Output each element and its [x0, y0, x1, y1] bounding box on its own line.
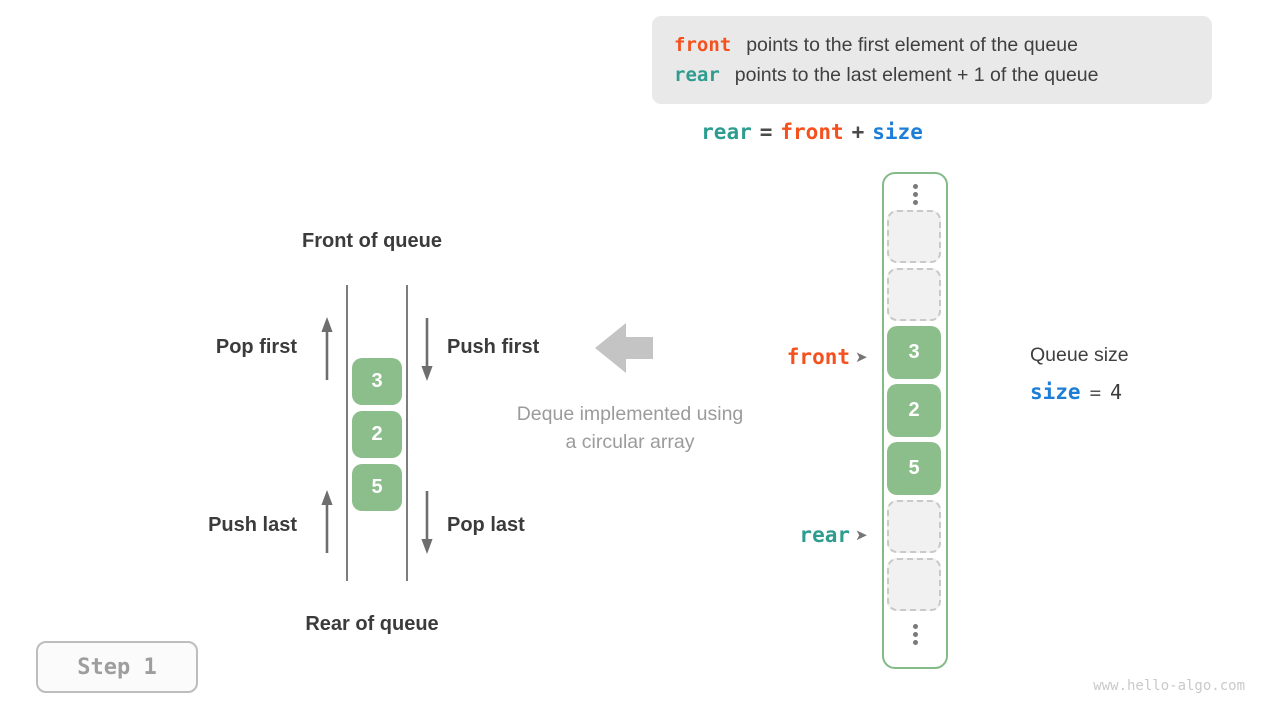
push-last-arrow-up-icon — [321, 490, 333, 553]
front-pointer-label: front — [786, 345, 850, 369]
array-cell-empty — [887, 268, 941, 321]
push-first-label: Push first — [447, 336, 540, 358]
dot — [912, 192, 918, 197]
formula-rear: rear — [701, 120, 752, 144]
rear-pointer-label: rear — [799, 523, 850, 547]
pop-first-arrow-up-icon — [321, 317, 333, 380]
front-code-label: front — [674, 33, 732, 56]
deque-stack: 3 2 5 — [352, 358, 402, 511]
deque-stack-element: 5 — [352, 464, 402, 511]
array-cell-empty — [887, 500, 941, 553]
push-last-label: Push last — [208, 514, 297, 536]
rear-pointer-arrow-icon: ➤ — [855, 526, 868, 544]
channel-right-line — [406, 285, 408, 581]
size-equals: = — [1089, 382, 1102, 404]
deque-stack-element: 3 — [352, 358, 402, 405]
pop-last-label: Pop last — [447, 514, 525, 536]
array-cell-filled: 2 — [887, 384, 941, 437]
pop-last-arrow-down-icon — [421, 491, 433, 554]
step-badge: Step 1 — [36, 641, 198, 693]
legend-rear-text: points to the last element + 1 of the qu… — [734, 63, 1099, 86]
array-cell-empty — [887, 558, 941, 611]
dot — [912, 624, 918, 629]
front-of-queue-label: Front of queue — [302, 230, 442, 252]
rear-of-queue-label: Rear of queue — [305, 613, 439, 635]
formula-plus: + — [851, 120, 865, 144]
legend-line-front: front points to the first element of the… — [674, 34, 1212, 57]
formula-size: size — [872, 120, 923, 144]
size-value: 4 — [1110, 380, 1123, 404]
channel-left-line — [346, 285, 348, 581]
front-pointer-arrow-icon: ➤ — [855, 348, 868, 366]
caption: Deque implemented using a circular array — [480, 400, 780, 456]
ellipsis-bottom-icon — [884, 624, 946, 645]
ellipsis-top-icon — [884, 184, 946, 205]
caption-line1: Deque implemented using — [516, 403, 744, 425]
pop-first-label: Pop first — [215, 336, 297, 358]
legend-line-rear: rear points to the last element + 1 of t… — [674, 64, 1212, 87]
legend-front-text: points to the first element of the queue — [746, 33, 1078, 56]
formula-equals: = — [759, 120, 773, 144]
rear-code-label: rear — [674, 63, 720, 86]
watermark: www.hello-algo.com — [1093, 678, 1245, 694]
array-cell-filled: 3 — [887, 326, 941, 379]
formula-front: front — [780, 120, 844, 144]
dot — [912, 632, 918, 637]
left-block-arrow-icon — [595, 323, 653, 373]
array-cell-filled: 5 — [887, 442, 941, 495]
queue-size-title: Queue size — [1030, 344, 1129, 366]
array-cell-empty — [887, 210, 941, 263]
legend-box: front points to the first element of the… — [652, 16, 1212, 104]
size-code-label: size — [1030, 380, 1081, 404]
deque-stack-element: 2 — [352, 411, 402, 458]
formula: rear = front + size — [652, 120, 972, 144]
dot — [912, 184, 918, 189]
dot — [912, 640, 918, 645]
push-first-arrow-down-icon — [421, 318, 433, 381]
dot — [912, 200, 918, 205]
queue-size-value-line: size = 4 — [1030, 380, 1122, 404]
caption-line2: a circular array — [565, 431, 695, 453]
